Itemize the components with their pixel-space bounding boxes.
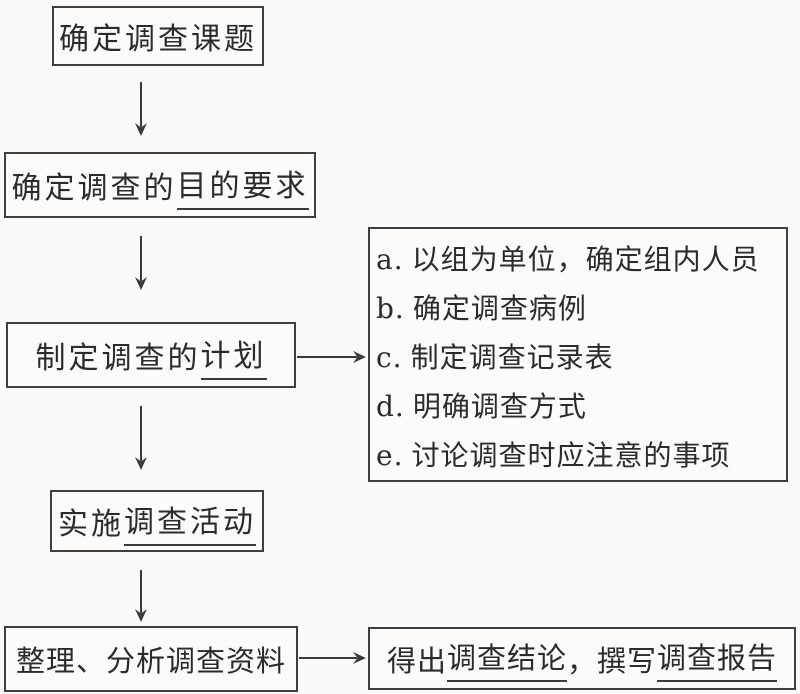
arrow-down-icon	[131, 406, 151, 470]
list-item-label: d.	[376, 390, 405, 423]
plan-details-box: a. 以组为单位，确定组内人员 b. 确定调查病例 c. 制定调查记录表 d. …	[368, 227, 788, 482]
list-item-text: 确定调查病例	[412, 292, 587, 325]
list-item: c. 制定调查记录表	[376, 333, 782, 382]
arrow-down-icon	[131, 236, 151, 290]
text-segment: 整理、分析调查资料	[15, 644, 286, 678]
underlined-text-segment: 计划	[200, 331, 267, 380]
text-segment: 实施	[58, 507, 124, 542]
underlined-text-segment: 目的要求	[176, 161, 309, 210]
list-item-label: c.	[376, 341, 403, 374]
list-item-text: 制定调查记录表	[410, 341, 614, 374]
text-segment: 得出	[386, 643, 447, 678]
underlined-text-segment: 调查活动	[124, 497, 256, 546]
arrow-right-icon	[297, 347, 366, 367]
underlined-text-segment: 调查报告	[657, 635, 778, 682]
list-item: d. 明确调查方式	[376, 382, 782, 431]
text-segment: 制定调查的	[35, 341, 201, 376]
list-item-label: a.	[376, 243, 404, 276]
underlined-text-segment: 调查结论	[446, 635, 567, 682]
list-item: a. 以组为单位，确定组内人员	[376, 235, 782, 284]
flow-node-organize: 整理、分析调查资料	[4, 626, 298, 692]
text-segment: ，撰写	[567, 643, 658, 678]
arrow-down-icon	[131, 82, 151, 136]
list-item-text: 讨论调查时应注意的事项	[411, 439, 731, 472]
flow-node-implement: 实施调查活动	[50, 490, 264, 552]
list-item-label: b.	[376, 292, 405, 325]
arrow-right-icon	[299, 648, 366, 668]
text-segment: 确定调查课题	[59, 22, 257, 57]
list-item-text: 以组为单位，确定组内人员	[411, 243, 760, 276]
flow-node-conclusion: 得出调查结论，撰写调查报告	[368, 627, 796, 690]
list-item: e. 讨论调查时应注意的事项	[376, 431, 782, 480]
flow-node-plan: 制定调查的计划	[6, 322, 296, 388]
list-item-text: 明确调查方式	[412, 390, 587, 423]
flow-node-purpose: 确定调查的目的要求	[4, 152, 316, 218]
text-segment: 确定调查的	[11, 171, 177, 206]
list-item: b. 确定调查病例	[376, 284, 782, 333]
list-item-label: e.	[376, 439, 404, 472]
arrow-down-icon	[131, 570, 151, 622]
flow-node-topic: 确定调查课题	[52, 6, 264, 66]
